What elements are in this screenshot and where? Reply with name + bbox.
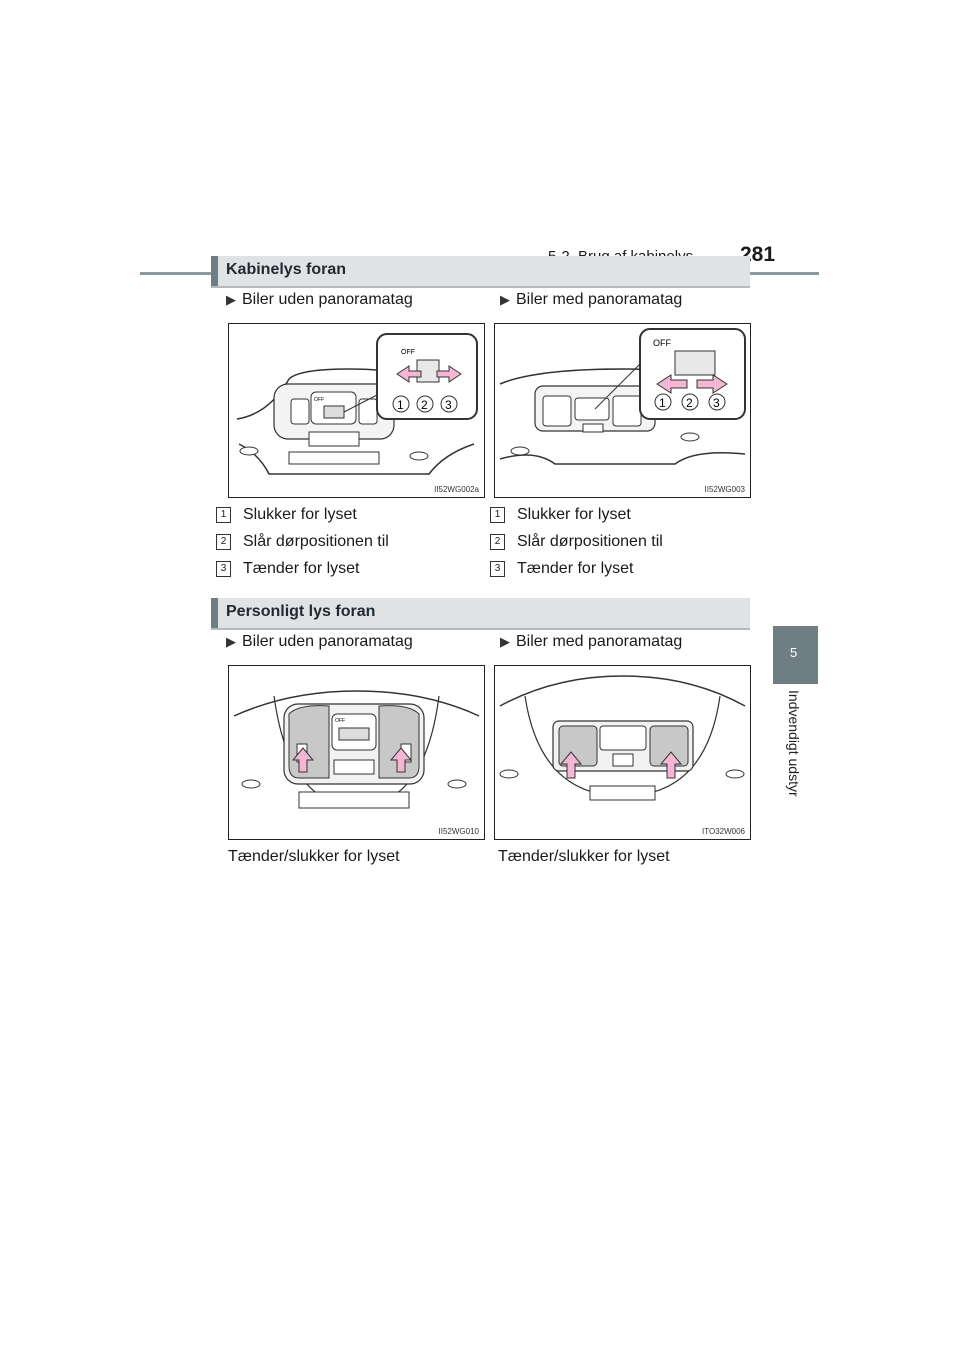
subtitle-left-1: ▶Biler uden panoramatag (226, 291, 413, 309)
figure-code: II52WG002a (434, 485, 479, 494)
svg-text:1: 1 (397, 398, 404, 412)
section-heading-personal-light: Personligt lys foran (211, 598, 750, 630)
subtitle-right-1: ▶Biler med panoramatag (500, 291, 682, 309)
svg-text:2: 2 (421, 398, 428, 412)
svg-text:3: 3 (445, 398, 452, 412)
section-heading-cabin-light: Kabinelys foran (211, 256, 750, 288)
figure-cabin-light-panorama: OFF 1 2 3 II52WG003 (494, 323, 751, 498)
figure-personal-light-no-roof: OFF II52WG010 (228, 665, 485, 840)
section-title: Personligt lys foran (226, 603, 375, 621)
svg-text:1: 1 (659, 396, 666, 410)
triangle-right-icon: ▶ (226, 634, 236, 649)
svg-text:OFF: OFF (401, 349, 415, 356)
svg-text:3: 3 (713, 396, 720, 410)
triangle-right-icon: ▶ (500, 292, 510, 307)
figure-caption: Tænder/slukker for lyset (498, 848, 670, 866)
svg-text:2: 2 (686, 396, 693, 410)
figure-cabin-light-no-roof: OFF OFF 1 2 3 II52WG002a (228, 323, 485, 498)
chapter-tab-label: Indvendigt udstyr (786, 690, 802, 797)
section-title: Kabinelys foran (226, 261, 346, 279)
figure-caption: Tænder/slukker for lyset (228, 848, 400, 866)
chapter-tab-number: 5 (790, 645, 797, 660)
figure-code: ITO32W006 (702, 827, 745, 836)
heading-bar (211, 256, 218, 286)
figure-code: II52WG003 (705, 485, 745, 494)
svg-text:OFF: OFF (314, 397, 324, 403)
figure-personal-light-panorama: ITO32W006 (494, 665, 751, 840)
heading-bar (211, 598, 218, 628)
triangle-right-icon: ▶ (226, 292, 236, 307)
svg-text:OFF: OFF (335, 718, 345, 724)
subtitle-right-2: ▶Biler med panoramatag (500, 633, 682, 651)
figure-code: II52WG010 (439, 827, 479, 836)
triangle-right-icon: ▶ (500, 634, 510, 649)
svg-text:OFF: OFF (653, 338, 671, 348)
subtitle-left-2: ▶Biler uden panoramatag (226, 633, 413, 651)
